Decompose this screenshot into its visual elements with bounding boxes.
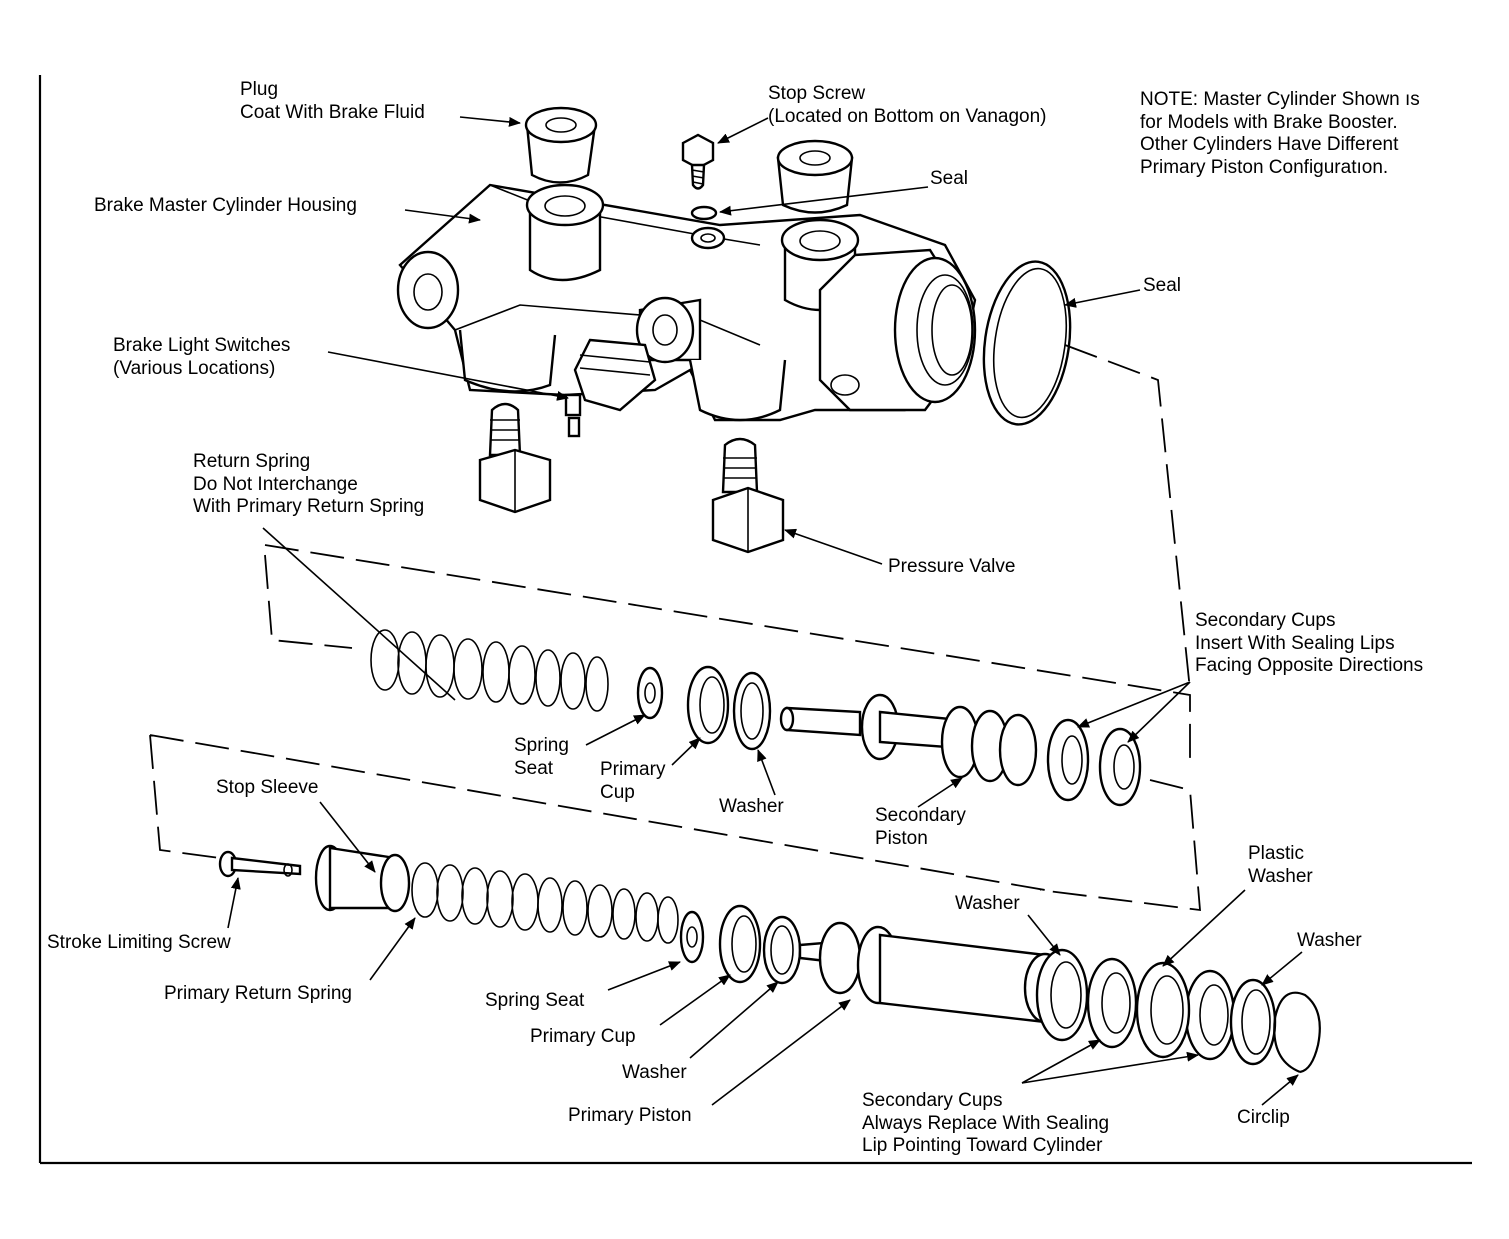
second-plug-part <box>776 139 854 214</box>
secondary-cups-bottom-part <box>1086 957 1236 1061</box>
secondary-piston-part <box>779 693 1038 787</box>
master-cylinder-housing <box>396 183 977 422</box>
secondary-piston-label: Secondary Piston <box>875 805 966 849</box>
washer-2-label: Washer <box>622 1062 687 1083</box>
large-seal-ring-part <box>982 260 1072 426</box>
leader-primary-cup-2 <box>659 974 731 1026</box>
circlip-part <box>1273 991 1321 1074</box>
secondary-cups-top-label: Secondary Cups Insert With Sealing Lips … <box>1195 610 1424 676</box>
spring-seat-1-part <box>636 666 664 720</box>
pressure-valve-left <box>478 402 552 514</box>
primary-cup-1-label: Primary Cup <box>600 759 666 803</box>
housing-label: Brake Master Cylinder Housing <box>94 195 357 216</box>
stop-sleeve-label: Stop Sleeve <box>216 777 319 798</box>
washer-1-label: Washer <box>719 796 784 817</box>
leader-stop-screw <box>717 117 769 144</box>
pressure-valve-right <box>711 437 785 554</box>
secondary-cups-bottom-label: Secondary Cups Always Replace With Seali… <box>862 1090 1110 1156</box>
stroke-limiting-screw-part <box>218 850 302 878</box>
washer-4-part <box>1229 978 1277 1066</box>
seal-top-label: Seal <box>930 168 969 189</box>
leader-primary-piston <box>711 999 851 1106</box>
primary-cup-2-label: Primary Cup <box>530 1026 636 1047</box>
washer-2-part <box>762 915 802 985</box>
washer-4-label: Washer <box>1297 930 1362 951</box>
secondary-cups-top-part <box>1046 718 1142 807</box>
plug-part <box>524 106 598 184</box>
leader-housing <box>404 209 481 224</box>
leader-washer-2 <box>689 981 779 1059</box>
pressure-valve-label: Pressure Valve <box>888 556 1016 577</box>
leader-secondary-cups-bottom-a <box>1021 1039 1101 1084</box>
plug-label: Plug Coat With Brake Fluid <box>240 79 425 123</box>
return-spring-part <box>370 629 609 712</box>
leader-stroke-screw <box>227 877 241 929</box>
spring-seat-1-label: Spring Seat <box>514 735 569 779</box>
stop-screw-part <box>681 133 715 190</box>
plastic-washer-label: Plastic Washer <box>1248 843 1313 887</box>
leader-secondary-cups-b <box>1127 681 1191 743</box>
leader-stop-sleeve <box>319 801 376 873</box>
leader-spring-seat-1 <box>585 714 646 746</box>
leader-spring-seat-2 <box>607 961 681 991</box>
stop-screw-label: Stop Screw (Located on Bottom on Vanagon… <box>768 83 1047 127</box>
washer-3-part <box>1035 948 1089 1042</box>
brake-light-switch-part <box>564 338 657 438</box>
return-spring-label: Return Spring Do Not Interchange With Pr… <box>193 451 425 517</box>
dashed-line-housing <box>1064 344 1191 691</box>
dashed-line-secondary <box>264 544 1191 765</box>
leader-seal-top <box>719 186 929 216</box>
leader-plug <box>459 116 521 127</box>
leader-primary-return-spring <box>369 917 416 981</box>
leader-plastic-washer <box>1162 889 1246 967</box>
dashed-line-primary <box>149 734 1201 912</box>
leader-secondary-cups-a <box>1077 681 1191 728</box>
primary-cup-1-part <box>686 665 730 745</box>
stroke-limiting-screw-label: Stroke Limiting Screw <box>47 932 231 953</box>
leader-seal-right <box>1064 289 1141 308</box>
leader-washer-3 <box>1027 914 1061 956</box>
small-seal-part <box>690 205 718 221</box>
leader-secondary-cups-bottom-b <box>1021 1051 1199 1084</box>
stop-sleeve-part <box>314 844 411 913</box>
washer-3-label: Washer <box>955 893 1020 914</box>
leader-washer-1 <box>757 749 776 796</box>
leader-return-spring <box>262 527 456 701</box>
leader-washer-4 <box>1261 951 1303 986</box>
leader-brake-light <box>327 351 569 401</box>
seal-right-label: Seal <box>1143 275 1182 296</box>
leader-pressure-valve <box>784 528 883 565</box>
leader-primary-cup-1 <box>671 737 701 766</box>
leader-secondary-piston <box>917 777 963 808</box>
primary-return-spring-label: Primary Return Spring <box>164 983 352 1004</box>
leader-circlip <box>1261 1074 1299 1106</box>
circlip-label: Circlip <box>1237 1107 1290 1128</box>
spring-seat-2-part <box>679 910 705 964</box>
plastic-washer-part <box>1135 961 1191 1059</box>
washer-1-part <box>732 671 772 751</box>
primary-cup-2-part <box>718 904 762 984</box>
spring-seat-2-label: Spring Seat <box>485 990 585 1011</box>
primary-return-spring-part <box>411 862 679 944</box>
primary-piston-label: Primary Piston <box>568 1105 692 1126</box>
brake-light-switches-label: Brake Light Switches (Various Locations) <box>113 335 291 379</box>
note-text: NOTE: Master Cylinder Shown ıs for Model… <box>1140 89 1420 178</box>
